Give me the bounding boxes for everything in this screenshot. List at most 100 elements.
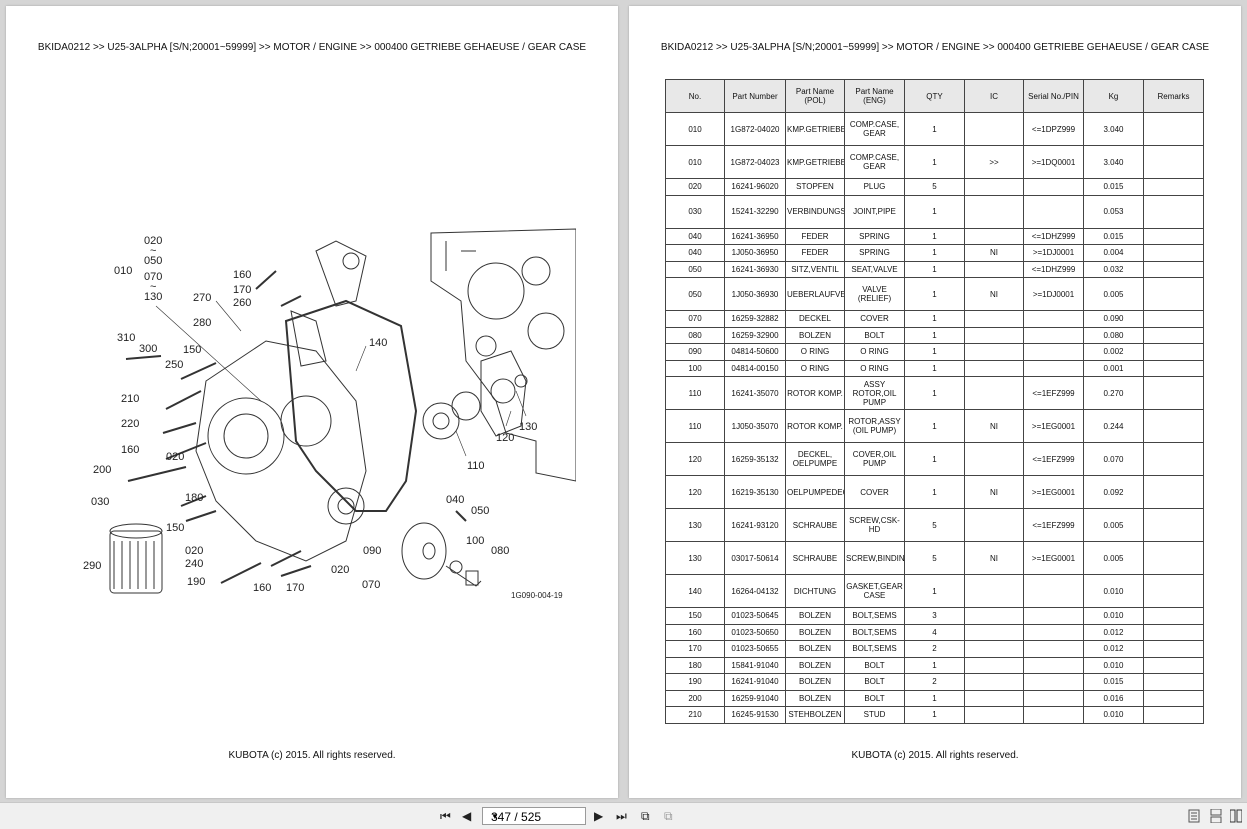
cell-serial: >=1DQ0001: [1023, 145, 1084, 179]
cell-kg: 0.015: [1083, 227, 1144, 245]
cell-part-name-pol: O RING: [785, 343, 845, 361]
two-page-icon[interactable]: [1230, 809, 1242, 823]
prev-page-icon[interactable]: ◀: [462, 809, 472, 823]
cell-part-name-eng: SEAT,VALVE: [844, 260, 905, 278]
cell-ic: [964, 508, 1024, 542]
cell-ic: [964, 673, 1024, 691]
cell-serial: [1023, 656, 1084, 674]
cell-qty: 5: [904, 178, 965, 196]
next-page-icon[interactable]: ▶: [594, 809, 604, 823]
col-header-kg: Kg: [1083, 79, 1144, 113]
cell-kg: 0.070: [1083, 442, 1144, 476]
cell-part-name-eng: ROTOR,ASSY (OIL PUMP): [844, 409, 905, 443]
cell-remarks: [1143, 326, 1204, 344]
cell-part-name-eng: BOLT,SEMS: [844, 607, 905, 625]
callout-label: 260: [233, 297, 251, 309]
cell-no: 110: [665, 376, 725, 410]
cell-part-name-pol: BOLZEN: [785, 326, 845, 344]
cell-remarks: [1143, 623, 1204, 641]
cell-part-number: 01023-50655: [724, 640, 786, 658]
cell-part-name-eng: VALVE (RELIEF): [844, 277, 905, 311]
callout-label: 030: [91, 496, 109, 508]
cell-kg: 3.040: [1083, 145, 1144, 179]
cell-ic: [964, 706, 1024, 724]
callout-label: 050: [144, 255, 162, 267]
rotate-icon[interactable]: ⧉: [641, 809, 650, 823]
cell-serial: <=1EFZ999: [1023, 442, 1084, 476]
cell-remarks: [1143, 673, 1204, 691]
last-page-icon[interactable]: ⏭: [616, 809, 627, 823]
table-row: 12016219-35130OELPUMPEDECKELCOVER1NI>=1E…: [665, 475, 1204, 509]
cell-qty: 1: [904, 326, 965, 344]
cell-no: 090: [665, 343, 725, 361]
cell-remarks: [1143, 541, 1204, 575]
cell-qty: 2: [904, 673, 965, 691]
callout-label: 020: [166, 451, 184, 463]
cell-serial: <=1EFZ999: [1023, 508, 1084, 542]
callout-label: 020: [144, 235, 162, 247]
cell-ic: [964, 376, 1024, 410]
cell-no: 150: [665, 607, 725, 625]
cell-qty: 1: [904, 112, 965, 146]
continuous-icon[interactable]: [1210, 809, 1222, 823]
first-page-icon[interactable]: ⏮: [440, 809, 451, 823]
callout-label: 090: [363, 545, 381, 557]
cell-serial: >=1DJ0001: [1023, 244, 1084, 262]
page-number-input[interactable]: 347 / 525 ▼: [482, 807, 586, 825]
cell-part-name-pol: BOLZEN: [785, 656, 845, 674]
cell-part-number: 1G872-04023: [724, 145, 786, 179]
fit-icon[interactable]: ⧉: [664, 809, 673, 823]
cell-kg: 0.001: [1083, 359, 1144, 377]
callout-label: 290: [83, 560, 101, 572]
cell-remarks: [1143, 178, 1204, 196]
cell-qty: 2: [904, 640, 965, 658]
cell-remarks: [1143, 475, 1204, 509]
cell-no: 210: [665, 706, 725, 724]
callout-label: 160: [253, 582, 271, 594]
cell-ic: [964, 359, 1024, 377]
cell-serial: [1023, 689, 1084, 707]
col-header-part-number: Part Number: [724, 79, 786, 113]
cell-part-number: 16241-96020: [724, 178, 786, 196]
cell-no: 050: [665, 277, 725, 311]
cell-part-name-eng: SCREW,CSK-HD: [844, 508, 905, 542]
cell-part-number: 04814-00150: [724, 359, 786, 377]
table-row: 0101G872-04020KMP.GETRIEBEGEHAEUSECOMP.C…: [665, 112, 1204, 146]
cell-no: 010: [665, 145, 725, 179]
cell-part-name-pol: SCHRAUBE: [785, 541, 845, 575]
cell-ic: NI: [964, 409, 1024, 443]
cell-qty: 1: [904, 376, 965, 410]
cell-kg: 0.012: [1083, 623, 1144, 641]
cell-kg: 0.010: [1083, 574, 1144, 608]
cell-kg: 0.092: [1083, 475, 1144, 509]
page-dropdown-icon[interactable]: ▼: [491, 812, 499, 821]
cell-kg: 0.015: [1083, 673, 1144, 691]
cell-kg: 0.002: [1083, 343, 1144, 361]
oil-pump-drawing: [422, 350, 527, 440]
oil-filter-drawing: [109, 523, 163, 594]
cell-no: 100: [665, 359, 725, 377]
cell-part-number: 16259-32882: [724, 310, 786, 328]
cell-serial: [1023, 194, 1084, 229]
left-page: BKIDA0212 >> U25-3ALPHA [S/N;20001~59999…: [6, 6, 618, 798]
cell-kg: 0.004: [1083, 244, 1144, 262]
cell-serial: >=1DJ0001: [1023, 277, 1084, 311]
engine-block-drawing: [430, 228, 576, 482]
callout-label: 160: [233, 269, 251, 281]
single-page-icon[interactable]: [1188, 809, 1200, 823]
cell-remarks: [1143, 260, 1204, 278]
cell-part-name-eng: COVER: [844, 310, 905, 328]
cell-part-name-pol: ROTOR KOMP.: [785, 376, 845, 410]
cell-qty: 1: [904, 227, 965, 245]
cell-part-name-eng: SPRING: [844, 227, 905, 245]
cell-qty: 1: [904, 310, 965, 328]
cell-qty: 1: [904, 343, 965, 361]
cell-serial: [1023, 706, 1084, 724]
